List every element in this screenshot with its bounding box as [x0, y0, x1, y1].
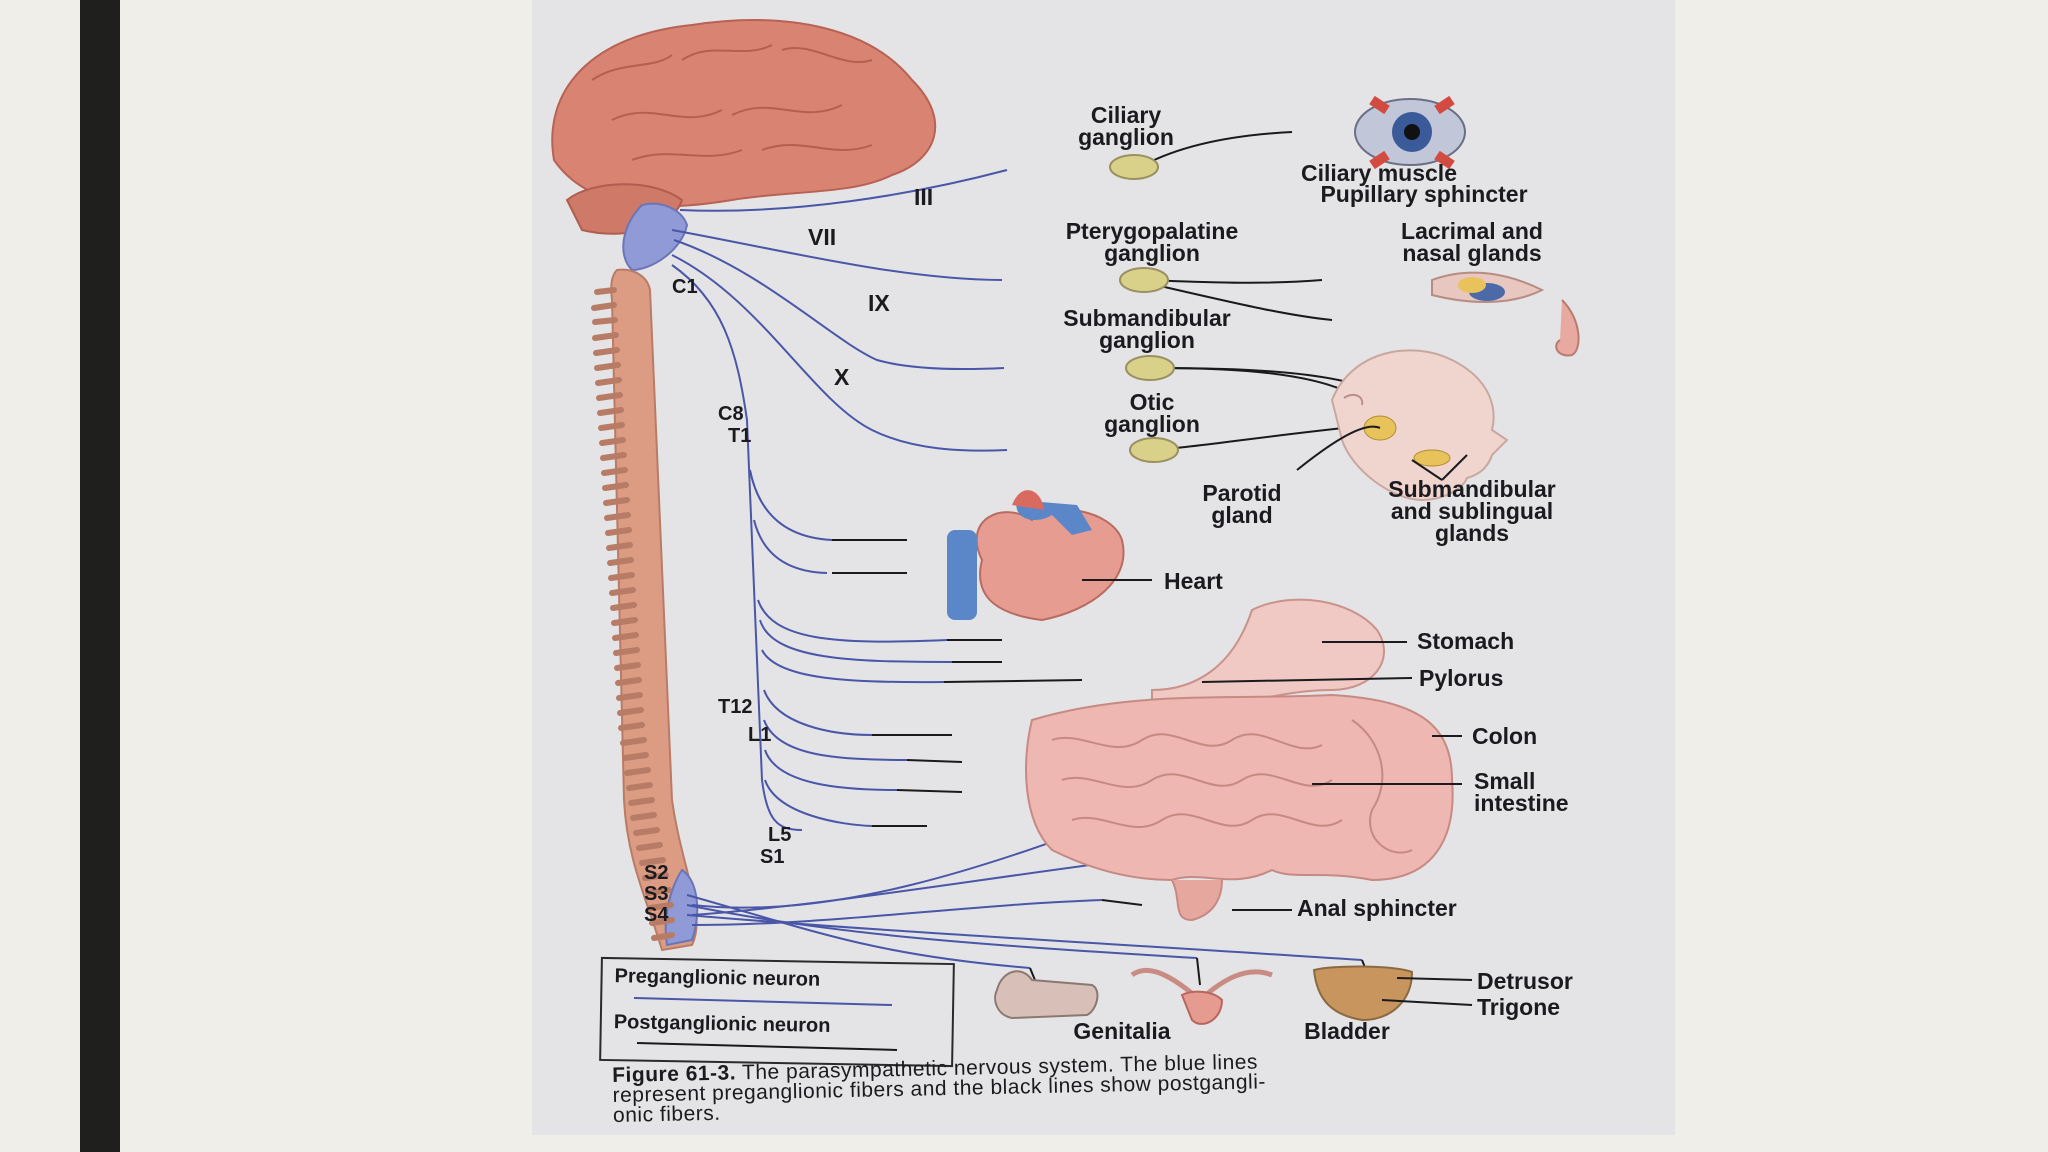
submandibular-ganglion-label: Submandibular ganglion [1063, 305, 1231, 353]
bladder-label: Bladder [1304, 1018, 1390, 1044]
ciliary-ganglion [1109, 154, 1159, 180]
nerve-vii-branch [673, 239, 1005, 371]
spinal-c8-label: C8 [718, 403, 744, 425]
spinal-s3-label: S3 [644, 883, 669, 905]
ciliary-ganglion-label: Ciliary ganglion [1078, 102, 1174, 150]
ciliary-muscle-label: Ciliary muscle [1301, 160, 1457, 186]
spinal-t1-label: T1 [728, 425, 752, 447]
intestine-illustration [1025, 693, 1454, 922]
parotid-gland-label: Parotid gland [1202, 480, 1282, 528]
pterygopalatine-ganglion-label: Pterygopalatine ganglion [1065, 218, 1239, 266]
pylorus-label: Pylorus [1419, 665, 1504, 691]
stomach-illustration [1151, 598, 1385, 707]
otic-ganglion-label: Otic ganglion [1104, 389, 1200, 437]
spinal-l1-label: L1 [748, 724, 772, 746]
sacral-region [664, 868, 699, 947]
spinal-l5-label: L5 [768, 824, 792, 846]
detrusor-label: Detrusor [1477, 968, 1573, 994]
spinal-s2-label: S2 [644, 862, 669, 884]
brain [551, 19, 937, 208]
spinal-roots [591, 287, 675, 941]
submandibular-sublingual-label: Submandibular and sublingual glands [1388, 476, 1556, 546]
brain-gyri [591, 44, 873, 161]
genitalia-label: Genitalia [1073, 1018, 1171, 1044]
brainstem [622, 202, 689, 272]
spinal-s4-label: S4 [644, 904, 669, 926]
nerve-x-label: X [834, 364, 850, 390]
colon-label: Colon [1472, 723, 1538, 749]
ganglia [1109, 154, 1179, 463]
parasympathetic-diagram [551, 19, 1580, 1051]
legend-preganglionic-label: Preganglionic neuron [614, 965, 821, 991]
heart-label: Heart [1164, 568, 1223, 594]
eye-illustration [1354, 95, 1466, 170]
submandibular-ganglion [1125, 355, 1175, 381]
nerve-iii-fiber [679, 169, 1008, 212]
nerve-ix-fiber [671, 254, 1008, 452]
legend-postganglionic-label: Postganglionic neuron [613, 1011, 831, 1037]
label-leaders [1082, 425, 1473, 1006]
spinal-s1-label: S1 [760, 846, 785, 868]
lacrimal-nasal-illustration [1431, 271, 1580, 357]
lacrimal-nasal-label: Lacrimal and nasal glands [1401, 218, 1543, 266]
pupillary-sphincter-label: Pupillary sphincter [1320, 181, 1528, 207]
spinal-t12-label: T12 [718, 696, 753, 718]
heart-illustration [947, 490, 1125, 622]
nerve-vii-fiber [671, 229, 1003, 281]
legend-box: Preganglionic neuron Postganglionic neur… [599, 956, 955, 1068]
nerve-vii-label: VII [808, 224, 837, 250]
anal-sphincter-label: Anal sphincter [1297, 895, 1457, 921]
vagus-fiber [671, 264, 803, 831]
otic-ganglion [1129, 437, 1179, 463]
trigone-label: Trigone [1477, 994, 1561, 1020]
slide-left-bar [80, 0, 120, 1152]
textbook-figure-photo: Ciliary ganglion Ciliary muscle Pupillar… [532, 0, 1675, 1135]
spinal-c1-label: C1 [672, 276, 698, 298]
pelvic-organs-illustration [994, 965, 1414, 1025]
nerve-ix-label: IX [868, 290, 890, 316]
stomach-label: Stomach [1417, 628, 1515, 654]
legend-sample-lines [633, 997, 898, 1051]
pterygopalatine-ganglion [1119, 267, 1169, 293]
nerve-iii-label: III [914, 184, 934, 210]
spinal-cord [610, 268, 698, 952]
face-illustration [1330, 349, 1509, 502]
small-intestine-label: Small intestine [1474, 768, 1569, 816]
